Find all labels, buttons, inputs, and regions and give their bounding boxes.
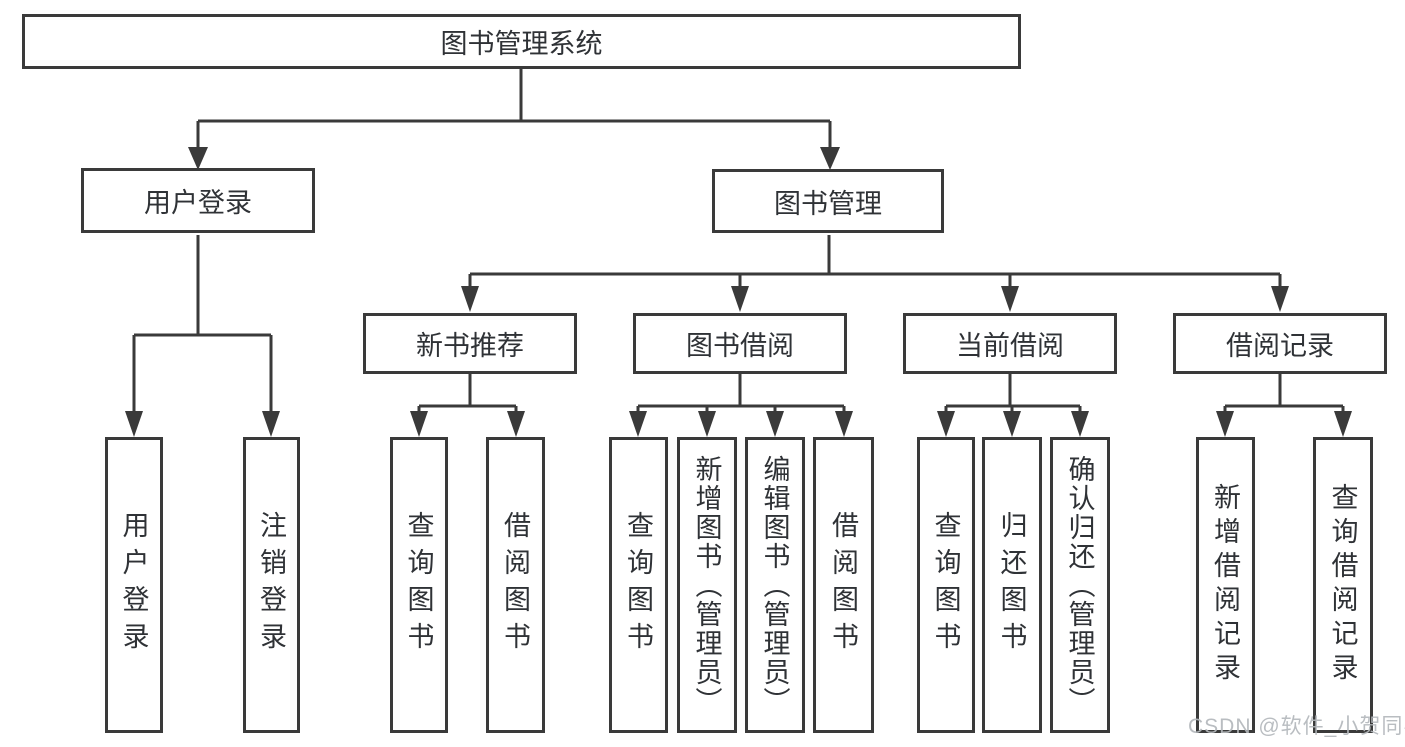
leaf-logout-login: 注销登录 — [243, 437, 300, 733]
leaf-edit-book-admin: 编辑图书（管理员） — [745, 437, 805, 733]
leaf-query-borrow-record: 查询借阅记录 — [1313, 437, 1373, 733]
node-library-system: 图书管理系统 — [22, 14, 1021, 69]
node-new-book-recommend: 新书推荐 — [363, 313, 577, 374]
leaf-borrowing-borrow-books: 借阅图书 — [813, 437, 874, 733]
node-current-borrowing: 当前借阅 — [903, 313, 1117, 374]
leaf-recommend-query-books: 查询图书 — [390, 437, 448, 733]
leaf-return-books: 归还图书 — [982, 437, 1042, 733]
node-user-login-branch: 用户登录 — [81, 168, 315, 233]
leaf-add-borrow-record: 新增借阅记录 — [1196, 437, 1255, 733]
leaf-recommend-borrow-books: 借阅图书 — [486, 437, 545, 733]
node-book-borrowing: 图书借阅 — [633, 313, 847, 374]
watermark-text: CSDN @软件_小贺同学 — [1188, 715, 1405, 738]
node-borrowing-records: 借阅记录 — [1173, 313, 1387, 374]
leaf-user-login: 用户登录 — [105, 437, 163, 733]
leaf-borrowing-query-books: 查询图书 — [609, 437, 668, 733]
leaf-add-book-admin: 新增图书（管理员） — [677, 437, 737, 733]
leaf-current-query-books: 查询图书 — [917, 437, 975, 733]
leaf-confirm-return-admin: 确认归还（管理员） — [1050, 437, 1110, 733]
node-book-management: 图书管理 — [712, 169, 944, 233]
